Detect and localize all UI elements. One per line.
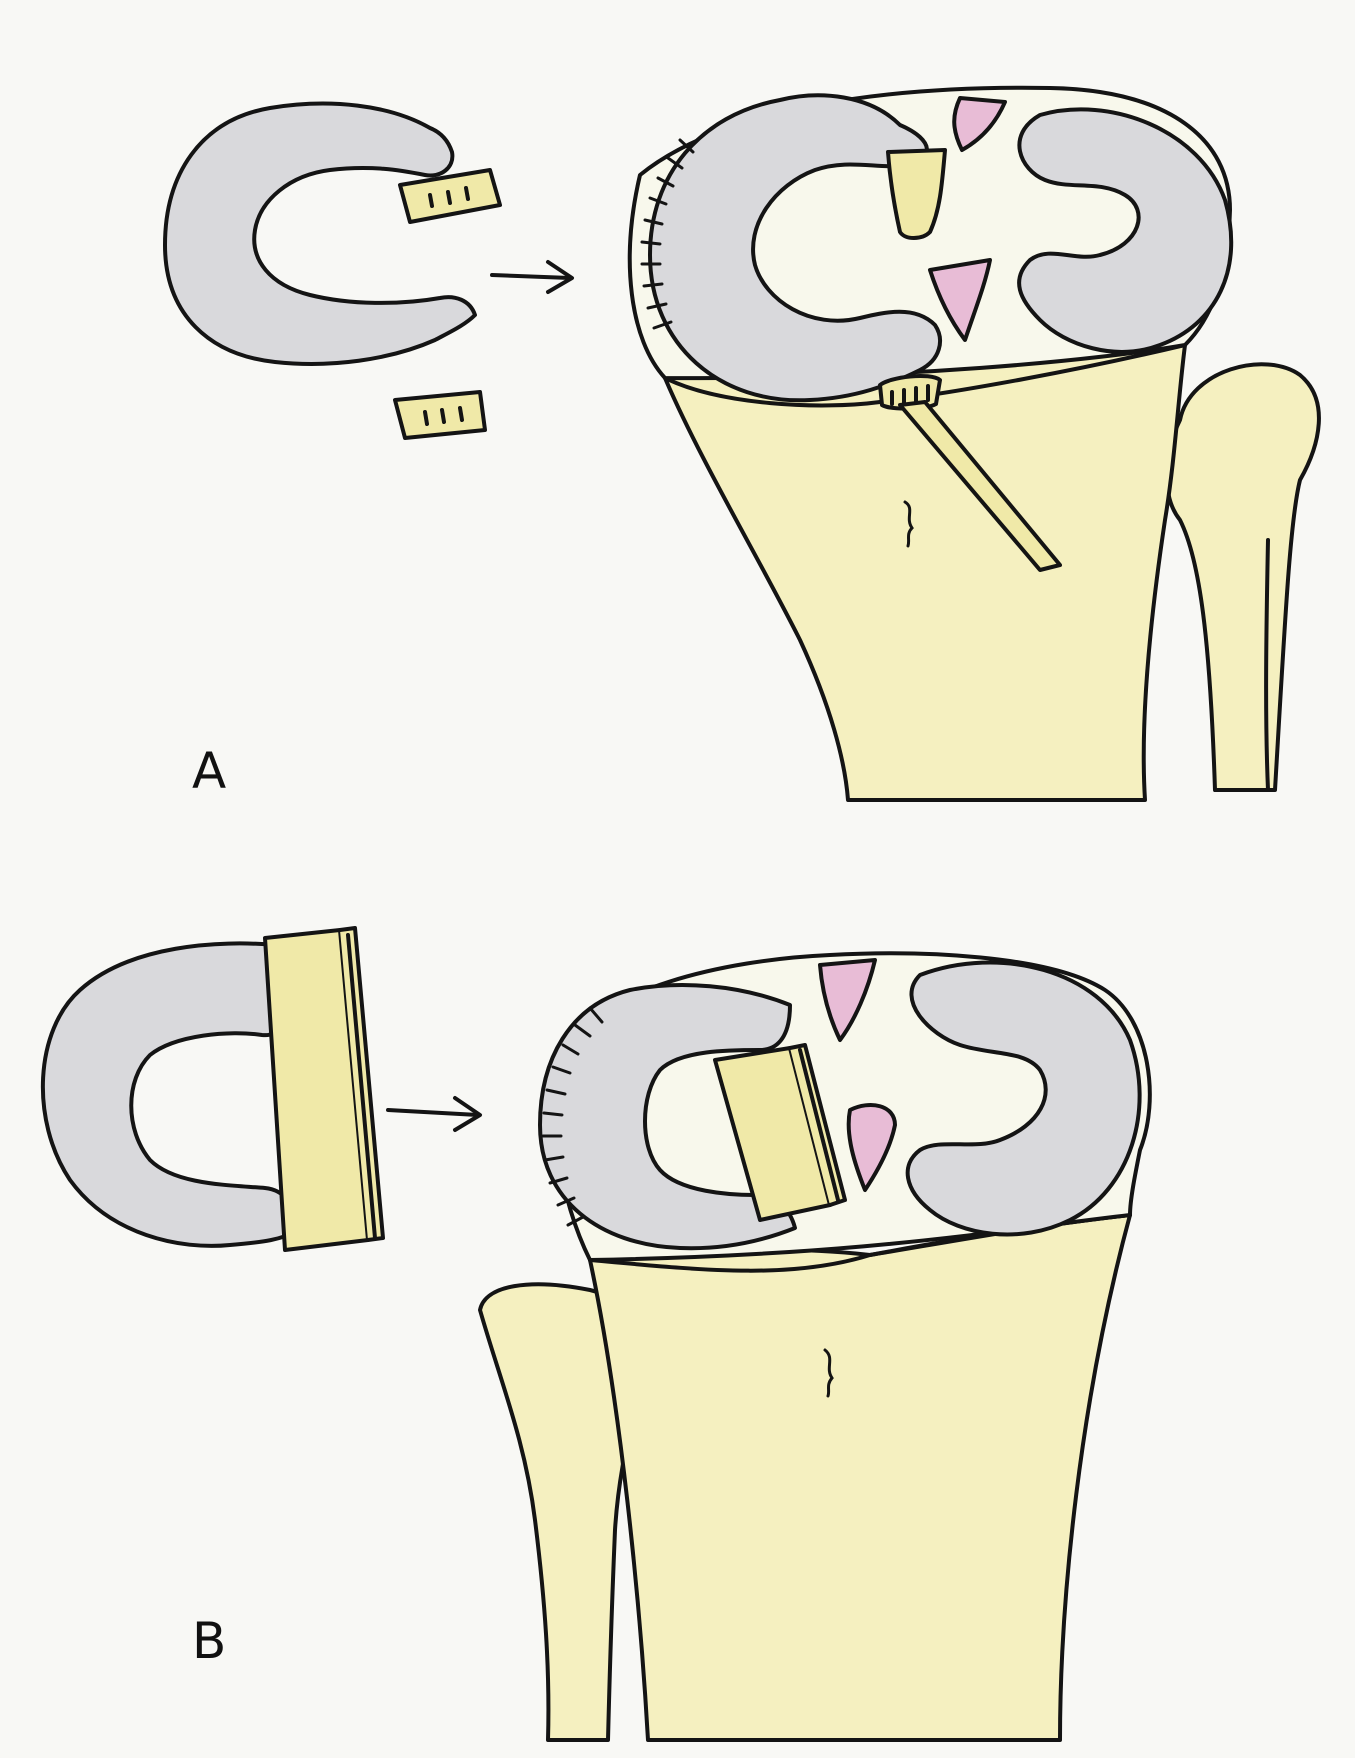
- panel-label-a: A: [192, 742, 226, 800]
- panel-label-b: B: [192, 1612, 226, 1670]
- tibia-b: [590, 1215, 1130, 1740]
- donor-plug-a2: [395, 392, 485, 438]
